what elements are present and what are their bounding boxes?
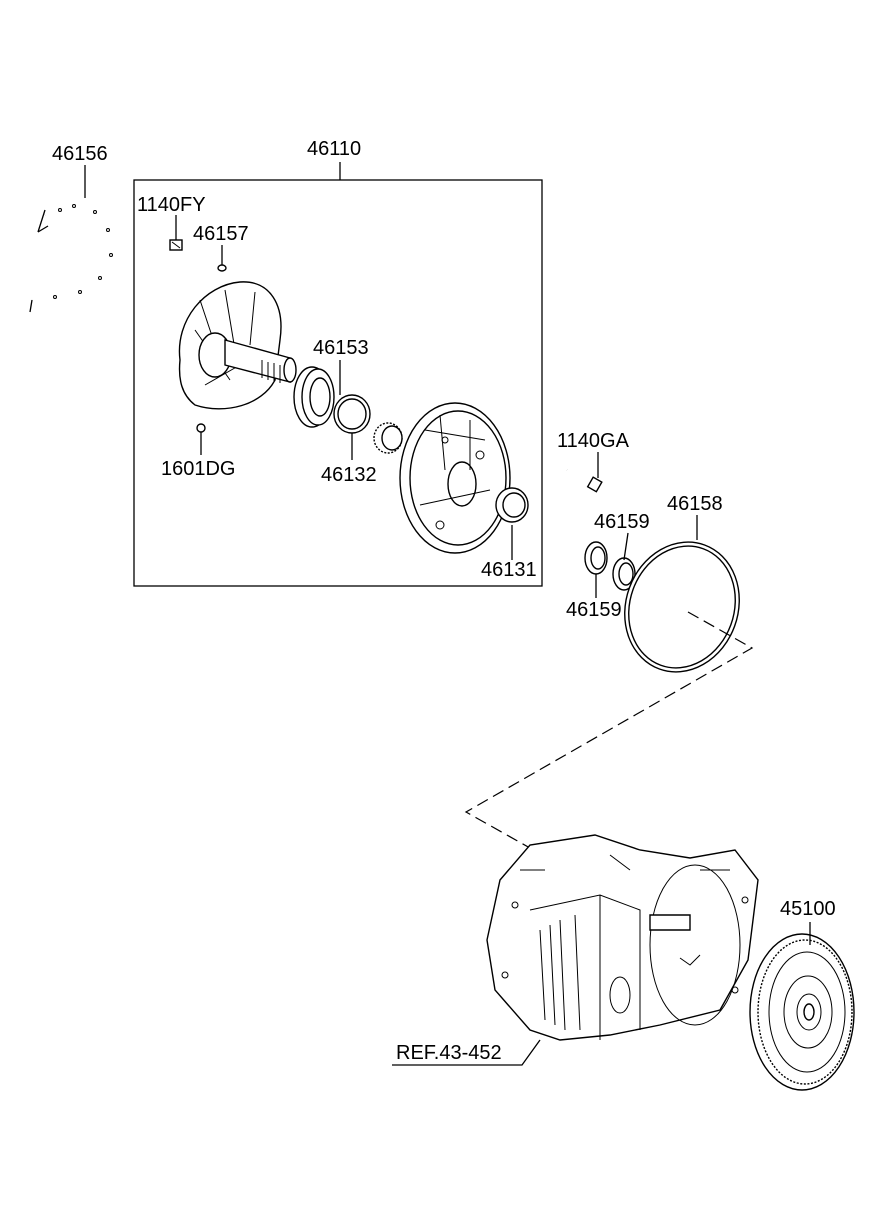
label-ref: REF.43-452 — [396, 1042, 502, 1064]
label-46157: 46157 — [193, 223, 249, 245]
label-46156: 46156 — [52, 143, 108, 165]
label-45100: 45100 — [780, 898, 836, 920]
gear-46153-icon — [293, 366, 335, 428]
transaxle-case-icon — [486, 834, 759, 1041]
torque-converter-45100-icon — [749, 933, 855, 1091]
alignment-dashed-line — [464, 611, 754, 849]
label-46159-bottom: 46159 — [566, 599, 622, 621]
pump-housing-icon — [178, 281, 297, 410]
pump-cover-icon — [399, 402, 511, 554]
washer-46159-left-icon — [584, 541, 608, 575]
ball-1601dg-icon — [196, 423, 206, 433]
leader-ref — [392, 1039, 541, 1066]
seal-ring-46132-icon — [333, 394, 371, 434]
label-46110: 46110 — [307, 138, 361, 160]
washer-46159-right-icon — [612, 557, 636, 591]
bolt-1140fy-icon — [169, 239, 183, 251]
inner-gear-icon — [373, 422, 403, 454]
o-ring-46158-icon — [624, 541, 740, 673]
gasket-46156-icon — [29, 195, 121, 313]
label-46132: 46132 — [321, 464, 377, 486]
oil-seal-46131-icon — [495, 487, 529, 523]
label-1601dg: 1601DG — [161, 458, 236, 480]
leader-46159-top — [623, 532, 629, 561]
label-46159-top: 46159 — [594, 511, 650, 533]
label-46158: 46158 — [667, 493, 723, 515]
label-46131: 46131 — [481, 559, 537, 581]
assembly-box-46110 — [133, 179, 543, 587]
bolt-1140ga-icon — [566, 468, 603, 493]
label-1140ga: 1140GA — [557, 430, 630, 452]
pin-46157-icon — [217, 264, 227, 272]
label-1140fy: 1140FY — [137, 194, 206, 216]
label-46153: 46153 — [313, 337, 369, 359]
